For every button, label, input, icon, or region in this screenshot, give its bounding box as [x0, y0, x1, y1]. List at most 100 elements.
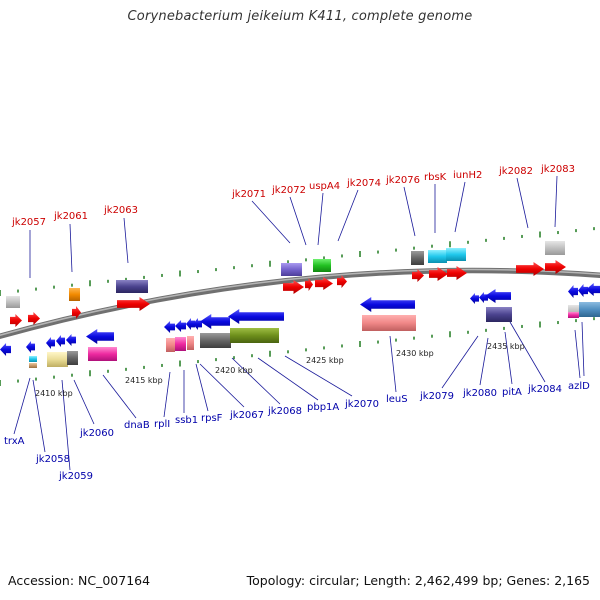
gene-feature-jk2083-arrow[interactable] [545, 260, 566, 274]
gene-feature-pitA-box[interactable] [486, 307, 512, 322]
gene-feature-jk2061-box[interactable] [69, 288, 80, 301]
gene-feature-rplI-box[interactable] [166, 338, 175, 352]
gene-feature-uspA4-arrow[interactable] [315, 277, 333, 290]
gene-feature-dnaB-box[interactable] [88, 347, 117, 361]
gene-feature-jk2076-box[interactable] [411, 251, 424, 265]
accession-text: Accession: NC_007164 [8, 573, 151, 588]
gene-feature-rplI-arrow[interactable] [164, 321, 175, 333]
leader-line [454, 181, 466, 233]
leader-line [337, 189, 359, 242]
gene-feature-rpsF-arrow[interactable] [186, 318, 195, 330]
gene-feature-jk2068-arrow[interactable] [228, 309, 284, 324]
gene-feature-jk2063-box[interactable] [116, 280, 148, 293]
leader-line [13, 377, 31, 435]
gene-feature-jk2058-arrow[interactable] [26, 341, 35, 353]
gene-feature-jk2079-arrow-a[interactable] [470, 293, 479, 304]
gene-feature-trxA-arrow[interactable] [0, 343, 11, 356]
gene-feature-rpsF-box[interactable] [187, 336, 194, 350]
genome-summary-text: Topology: circular; Length: 2,462,499 bp… [246, 573, 590, 588]
gene-label-rpsF[interactable]: rpsF [201, 413, 223, 424]
gene-feature-jk2071-arrow[interactable] [283, 280, 304, 294]
gene-label-jk2076[interactable]: jk2076 [385, 175, 420, 186]
gene-feature-jk2060-box[interactable] [67, 351, 78, 365]
gene-label-rplI[interactable]: rplI [154, 419, 170, 430]
leader-line [574, 329, 581, 379]
gene-label-jk2060[interactable]: jk2060 [79, 428, 114, 439]
gene-feature-jk2059-box[interactable] [47, 352, 68, 367]
gene-feature-jk2083-box[interactable] [545, 241, 565, 255]
gene-feature-azlD-arrow-a[interactable] [568, 285, 578, 298]
gene-label-azlD[interactable]: azlD [568, 381, 590, 392]
gene-feature-jk2061-arrow[interactable] [72, 306, 81, 319]
gene-label-jk2057[interactable]: jk2057 [11, 217, 46, 228]
gene-label-jk2061[interactable]: jk2061 [53, 211, 88, 222]
gene-feature-azlD-arrow-c[interactable] [586, 283, 600, 296]
gene-label-jk2083[interactable]: jk2083 [540, 164, 575, 175]
gene-feature-jk2084-box[interactable] [568, 305, 579, 317]
gene-feature-jk2079-arrow-b[interactable] [479, 292, 488, 303]
leader-line [257, 357, 319, 401]
gene-feature-small-arrow-a[interactable] [193, 318, 202, 330]
gene-feature-pbp1A-box[interactable] [230, 328, 279, 343]
gene-feature-leuS-box[interactable] [362, 315, 416, 331]
gene-feature-jk2057-box[interactable] [6, 296, 20, 308]
gene-label-ssb1[interactable]: ssb1 [175, 415, 198, 426]
gene-label-jk2074[interactable]: jk2074 [346, 178, 381, 189]
gene-feature-jk2059-arrow-b[interactable] [56, 335, 65, 347]
gene-feature-red-arrow[interactable] [28, 312, 40, 325]
gene-label-jk2072[interactable]: jk2072 [271, 185, 306, 196]
gene-feature-iunH2-arrow[interactable] [447, 266, 467, 280]
leader-line [479, 337, 489, 386]
gene-feature-rbsK-box[interactable] [428, 250, 447, 263]
gene-feature-dnaB-arrow[interactable] [86, 329, 114, 344]
gene-label-jk2067[interactable]: jk2067 [229, 410, 264, 421]
gene-feature-small-tan-box[interactable] [29, 363, 37, 368]
gene-feature-jk2076-arrow[interactable] [412, 269, 424, 282]
gene-label-jk2063[interactable]: jk2063 [103, 205, 138, 216]
gene-feature-jk2059-arrow-c[interactable] [66, 334, 76, 346]
gene-label-jk2068[interactable]: jk2068 [267, 406, 302, 417]
gene-feature-iunH2-box[interactable] [446, 248, 466, 261]
gene-label-leuS[interactable]: leuS [386, 394, 408, 405]
gene-label-uspA4[interactable]: uspA4 [309, 181, 340, 192]
gene-feature-jk2057-arrow[interactable] [10, 314, 22, 327]
gene-label-jk2080[interactable]: jk2080 [462, 388, 497, 399]
gene-label-jk2084[interactable]: jk2084 [527, 384, 562, 395]
gene-feature-jk2080-arrow[interactable] [485, 289, 511, 303]
gene-feature-small-cyan-box[interactable] [29, 356, 37, 362]
gene-feature-jk2067-arrow[interactable] [200, 314, 230, 329]
gene-label-jk2082[interactable]: jk2082 [498, 166, 533, 177]
gene-label-jk2079[interactable]: jk2079 [419, 391, 454, 402]
gene-feature-rbsK-arrow[interactable] [429, 267, 448, 281]
leader-line [123, 217, 129, 264]
gene-feature-ssb1-box[interactable] [175, 337, 186, 351]
gene-label-jk2071[interactable]: jk2071 [231, 189, 266, 200]
gene-feature-ssb1-arrow[interactable] [175, 320, 186, 332]
leader-line [504, 331, 513, 385]
gene-feature-azlD-box[interactable] [579, 302, 600, 317]
gene-label-trxA[interactable]: trxA [4, 436, 25, 447]
gene-feature-jk2063-arrow[interactable] [117, 297, 150, 311]
gene-feature-small-pink-box[interactable] [568, 312, 579, 318]
kbp-label-2420: 2420 kbp [215, 366, 253, 375]
gene-label-pbp1A[interactable]: pbp1A [307, 402, 339, 413]
leader-line [403, 186, 416, 237]
gene-feature-jk2072-arrow[interactable] [305, 278, 313, 291]
gene-feature-jk2067-box[interactable] [200, 333, 231, 348]
gene-label-jk2070[interactable]: jk2070 [344, 399, 379, 410]
gene-feature-azlD-arrow-b[interactable] [578, 284, 588, 297]
gene-feature-jk2071-box[interactable] [281, 263, 302, 276]
gene-label-pitA[interactable]: pitA [502, 387, 522, 398]
map-title: Corynebacterium jeikeium K411, complete … [127, 9, 473, 24]
gene-label-rbsK[interactable]: rbsK [424, 172, 447, 183]
gene-feature-jk2082-arrow[interactable] [516, 262, 544, 276]
gene-label-jk2058[interactable]: jk2058 [35, 454, 70, 465]
gene-feature-jk2059-arrow-a[interactable] [46, 337, 55, 349]
leader-line [441, 335, 479, 389]
gene-label-dnaB[interactable]: dnaB [124, 420, 150, 431]
gene-label-iunH2[interactable]: iunH2 [453, 170, 482, 181]
gene-feature-leuS-arrow[interactable] [360, 297, 415, 312]
gene-feature-uspA4-box[interactable] [313, 259, 331, 272]
gene-label-jk2059[interactable]: jk2059 [58, 471, 93, 482]
gene-feature-jk2074-arrow[interactable] [337, 275, 347, 288]
